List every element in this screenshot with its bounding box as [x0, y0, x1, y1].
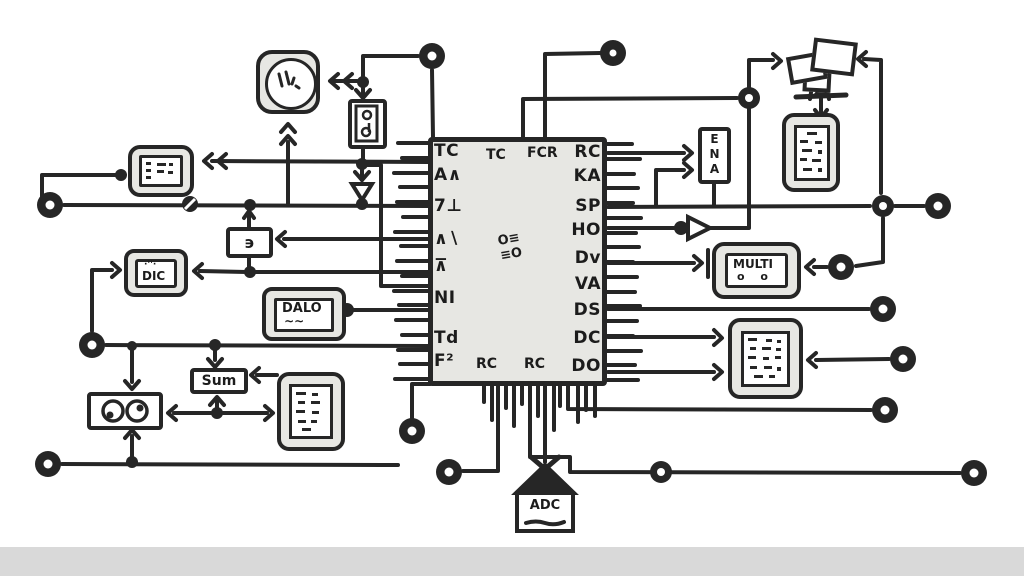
multi-marks: o o [737, 270, 774, 283]
wire-chip-top [521, 51, 739, 139]
chip-pin-hatches [392, 141, 643, 432]
chip-pin-label: RC [574, 142, 601, 162]
multi-component: MULTI o o [712, 242, 801, 299]
chip-pin-label: DO [571, 356, 601, 376]
wire-sp-ena [606, 144, 872, 209]
chip-pin-label: KA [573, 166, 601, 186]
chip-bottom-label: RC [524, 356, 546, 372]
chip-bottom-label: RC [476, 356, 498, 372]
wire-bottom-left [60, 456, 400, 468]
dalo-label: DALO [282, 301, 322, 316]
adc-label: ADC [529, 498, 561, 513]
adc-house [511, 462, 579, 533]
document-lines-icon [794, 125, 830, 181]
sum-label: Sum [201, 373, 237, 389]
chip-pin-label: NI [434, 288, 456, 308]
chip-pin-label: DC [573, 328, 601, 348]
scribble-dial-component [256, 50, 320, 114]
wire-main-left [62, 196, 430, 212]
seven-box-label: ϶ [244, 233, 255, 252]
chip-pin-label: F² [434, 351, 455, 371]
dalo-display-component: DALO ∼∼ [262, 287, 346, 341]
eyes-box-component [87, 392, 163, 430]
toggle-switch-icon [354, 104, 379, 143]
wire-seven-box [192, 209, 430, 280]
wire-dic-input [90, 261, 122, 333]
main-ic-chip [428, 137, 607, 386]
chip-pin-label: 7⊥ [434, 196, 463, 216]
wire-multi [606, 248, 829, 279]
document-lines-icon [289, 384, 333, 439]
chip-pin-label: VA [574, 274, 601, 294]
document-lines-icon [741, 331, 790, 387]
junction-nodes [650, 87, 894, 483]
ena-letter: E [710, 132, 719, 146]
terminals [35, 40, 987, 486]
ena-box-component: E N A [698, 127, 731, 184]
document-tablet-left [277, 372, 345, 451]
dic-display-component: ·''· DIC [124, 249, 188, 297]
dic-marks: ·''· [144, 260, 157, 270]
wire-right-branches [606, 204, 926, 381]
multi-label: MULTI [733, 257, 773, 271]
dalo-marks: ∼∼ [284, 314, 305, 328]
chip-pin-label: ⊼ [434, 256, 449, 276]
chip-pin-label: Td [434, 328, 459, 348]
seven-box-component: ϶ [226, 227, 273, 258]
scan-shadow-band [0, 547, 1024, 576]
chip-top-label: TC [486, 147, 506, 163]
chip-top-label: FCR [527, 145, 558, 161]
double-circle-icon [101, 399, 149, 423]
chip-pin-label: DS [573, 300, 601, 320]
document-tablet-top-right [782, 113, 840, 192]
scribble-circle-icon [265, 58, 317, 110]
wire-dial [279, 54, 435, 206]
ena-letter: N [709, 147, 720, 161]
switch-component [348, 99, 387, 149]
document-tablet-right [728, 318, 803, 399]
chip-pin-label: SP [575, 196, 601, 216]
dic-label: DIC [142, 269, 166, 283]
sum-box-component: Sum [190, 368, 248, 394]
list-display-component [128, 145, 194, 197]
wire-listbox [40, 152, 430, 207]
chip-pin-label: HO [571, 220, 601, 240]
wire-chip-bottom [410, 382, 962, 484]
wire-ho-buffer [606, 107, 751, 243]
wire-switch [348, 146, 430, 288]
chip-pin-label: A∧ [434, 165, 462, 185]
chip-pin-label: ∧∖ [434, 229, 461, 249]
ena-letter: A [709, 162, 720, 176]
chip-pin-label: Dv [574, 248, 601, 268]
wire-flags [747, 50, 883, 195]
flag-card-right [810, 37, 858, 77]
chip-pin-label: TC [434, 141, 460, 161]
list-lines-icon [139, 155, 183, 187]
